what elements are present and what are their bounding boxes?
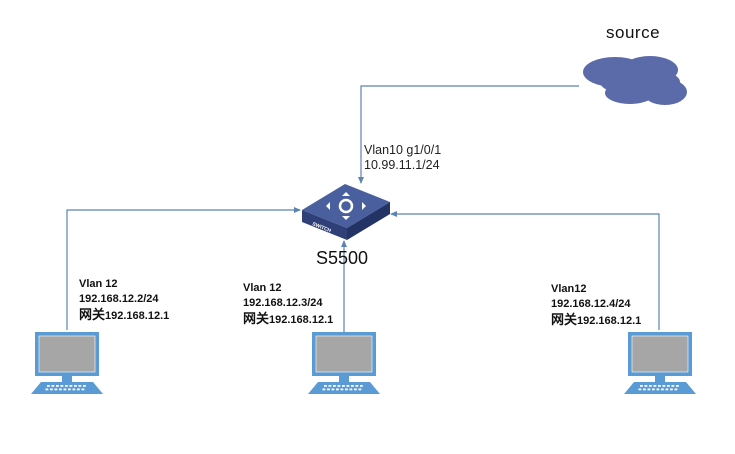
link-host3-to-switch [390,211,660,330]
computer-icon [624,332,696,394]
host-vlan: Vlan 12 [243,282,282,294]
host-gateway: 192.168.12.1 [577,315,642,327]
uplink-label: Vlan10 g1/0/1 10.99.11.1/24 [364,143,441,173]
host-ip: 192.168.12.2/24 [79,293,159,305]
gateway-prefix: 网关 [79,307,106,322]
source-label: source [606,23,661,42]
host-gateway: 192.168.12.1 [105,310,170,322]
uplink-port: Vlan10 g1/0/1 [364,143,442,157]
gateway-prefix: 网关 [551,312,578,327]
link-host1-to-switch [66,207,301,330]
host-gateway: 192.168.12.1 [269,314,334,326]
cloud-icon [583,56,687,105]
computer-icon [31,332,103,394]
uplink-ip: 10.99.11.1/24 [364,158,440,172]
link-source-to-switch [358,85,579,184]
host-ip: 192.168.12.4/24 [551,298,631,310]
host-3-label: Vlan12 192.168.12.4/24 网关192.168.12.1 [551,282,641,329]
host-vlan: Vlan12 [551,283,587,295]
computer-icon [308,332,380,394]
host-vlan: Vlan 12 [79,278,118,290]
switch-name: S5500 [316,248,369,268]
host-1-label: Vlan 12 192.168.12.2/24 网关192.168.12.1 [79,277,169,324]
host-2-label: Vlan 12 192.168.12.3/24 网关192.168.12.1 [243,281,333,328]
gateway-prefix: 网关 [243,311,270,326]
host-ip: 192.168.12.3/24 [243,297,323,309]
switch-icon: SWITCH [302,184,390,240]
